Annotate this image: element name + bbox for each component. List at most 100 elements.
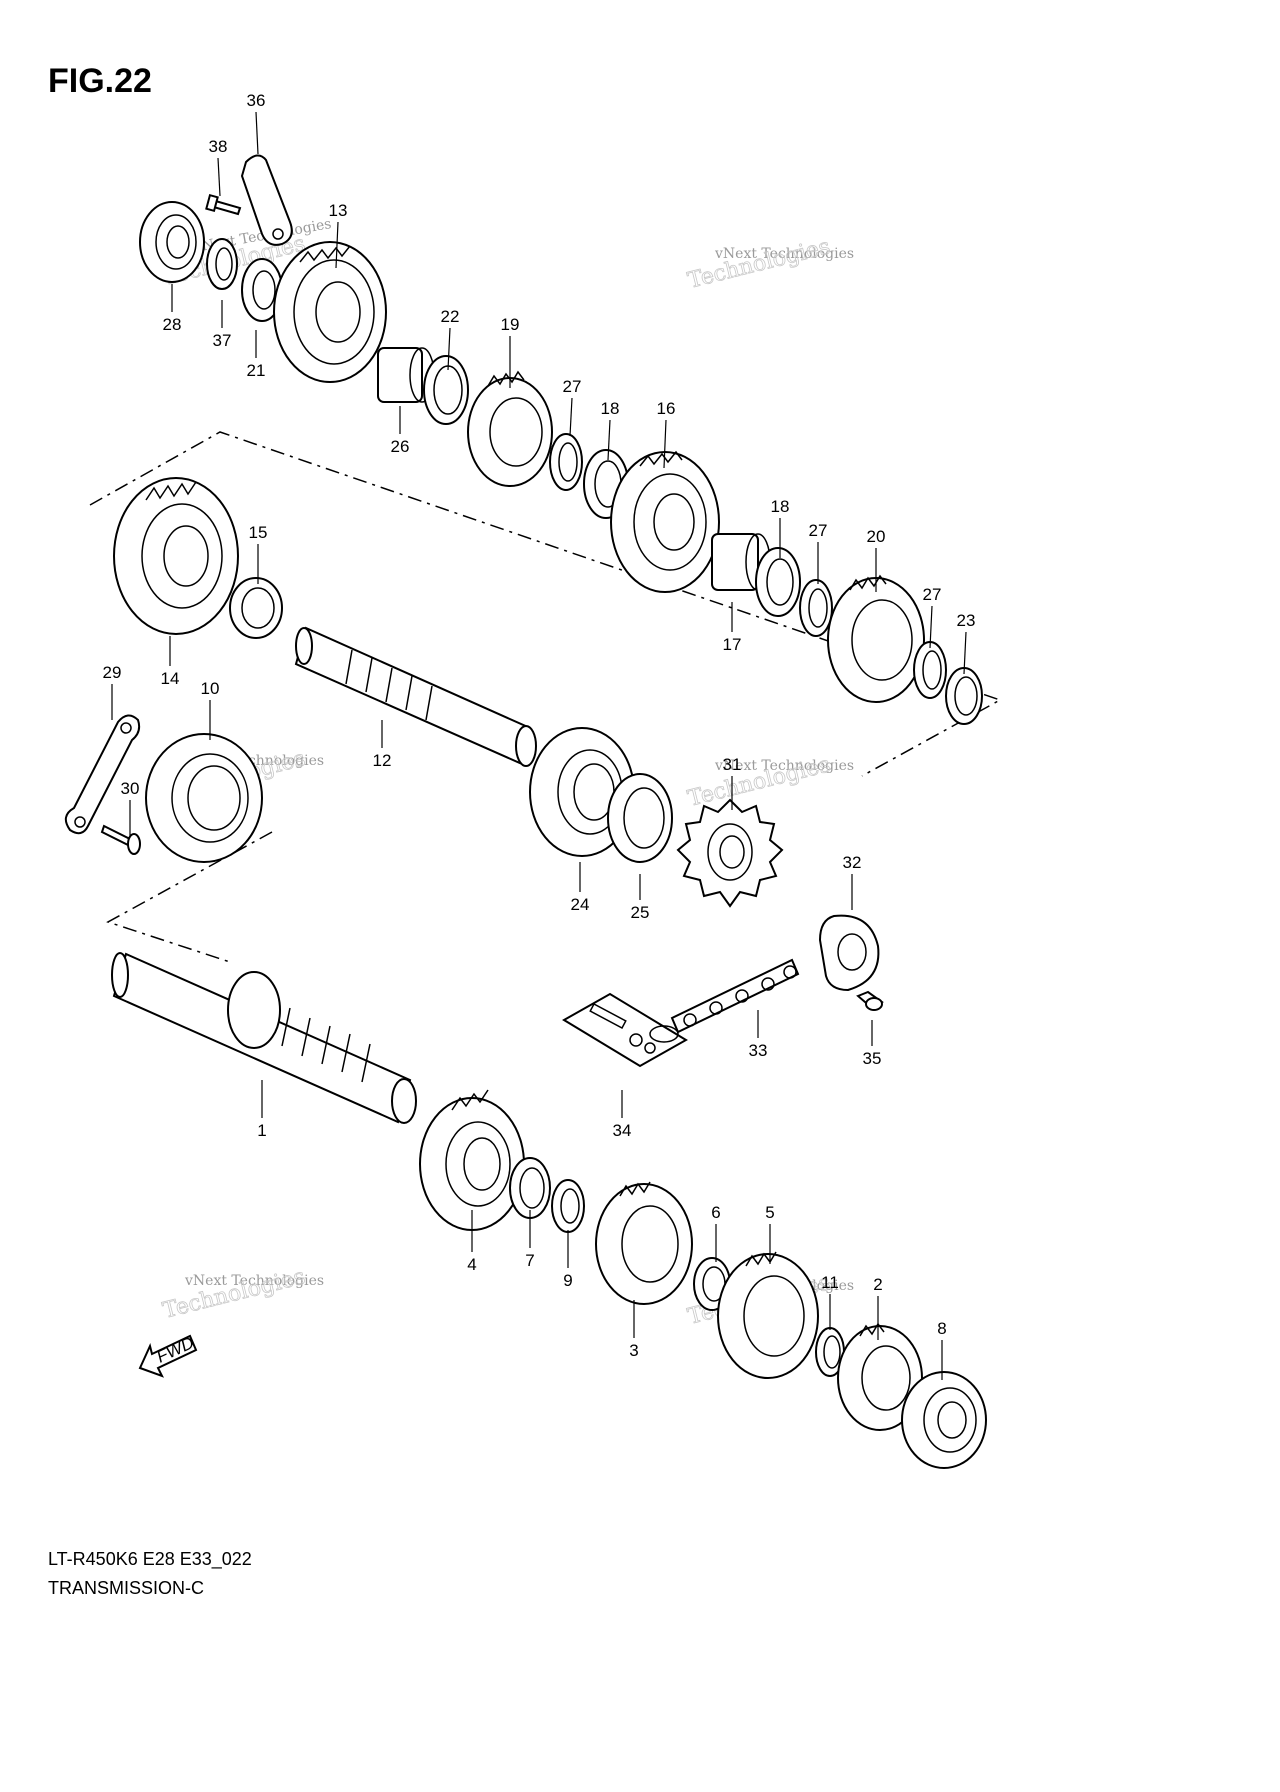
- watermark-lower-left: vNext Technologies Technologies: [160, 1264, 324, 1324]
- bolt-35: [856, 990, 884, 1011]
- gear-14: [113, 477, 239, 635]
- callout-label-8: 8: [937, 1319, 946, 1338]
- gear-5: [717, 1251, 819, 1379]
- callout-label-11: 11: [821, 1273, 839, 1292]
- ring-37: [206, 238, 238, 290]
- driveshaft-1: [111, 952, 417, 1124]
- washer-18b: [755, 547, 801, 617]
- fwd-arrow-icon: FWD: [138, 1333, 198, 1378]
- bearing-28: [139, 201, 205, 283]
- callout-label-24: 24: [571, 895, 590, 914]
- callout-label-18: 18: [771, 497, 790, 516]
- gear-2: [837, 1322, 923, 1431]
- svg-text:Technologies: Technologies: [685, 234, 832, 293]
- lock-washer-32: [818, 914, 880, 992]
- countershaft-12: [294, 626, 537, 767]
- callout-label-35: 35: [863, 1049, 882, 1068]
- sprocket-31: [676, 798, 784, 908]
- callout-leader-27: [929, 605, 933, 649]
- callout-label-30: 30: [121, 779, 140, 798]
- circlip-27c: [913, 641, 947, 699]
- screw-38: [205, 193, 242, 216]
- screw-30: [100, 824, 141, 855]
- callout-label-4: 4: [467, 1255, 476, 1274]
- callout-leader-23: [963, 631, 967, 675]
- chain-joint-kit-34: [562, 992, 688, 1068]
- callout-leader-36: [255, 111, 259, 155]
- callout-leader-38: [217, 157, 221, 197]
- watermark-middle-right: vNext Technologies Technologies: [685, 752, 854, 812]
- callout-label-28: 28: [163, 315, 182, 334]
- callout-label-33: 33: [749, 1041, 768, 1060]
- callout-label-18: 18: [601, 399, 620, 418]
- bearing-8: [901, 1371, 987, 1469]
- oil-seal-25: [607, 773, 673, 863]
- callout-label-29: 29: [103, 663, 122, 682]
- model-code: LT-R450K6 E28 E33_022: [48, 1549, 252, 1569]
- callout-leader-27: [569, 397, 573, 437]
- callout-label-36: 36: [247, 91, 266, 110]
- svg-text:vNext Technologies: vNext Technologies: [184, 1273, 324, 1289]
- callout-label-19: 19: [501, 315, 520, 334]
- callout-label-23: 23: [957, 611, 976, 630]
- callout-label-22: 22: [441, 307, 460, 326]
- svg-text:vNext Technologies: vNext Technologies: [714, 758, 854, 774]
- callout-label-27: 27: [563, 377, 582, 396]
- gear-3: [595, 1181, 693, 1305]
- countershaft-assembly-boundary: [89, 431, 1002, 777]
- washer-22: [423, 355, 469, 425]
- callout-label-7: 7: [525, 1251, 534, 1270]
- callout-label-12: 12: [373, 751, 392, 770]
- figure-title: FIG.22: [48, 62, 152, 100]
- callout-label-10: 10: [201, 679, 220, 698]
- callout-label-1: 1: [257, 1121, 266, 1140]
- callout-label-25: 25: [631, 903, 650, 922]
- gear-20: [827, 574, 925, 703]
- callout-label-37: 37: [213, 331, 232, 350]
- callout-label-38: 38: [209, 137, 228, 156]
- callout-label-3: 3: [629, 1341, 638, 1360]
- washer-7: [509, 1157, 551, 1219]
- callout-label-6: 6: [711, 1203, 720, 1222]
- washer-23: [945, 667, 983, 725]
- gear-13: [273, 241, 387, 383]
- callout-label-26: 26: [391, 437, 410, 456]
- callout-leader-22: [447, 327, 451, 371]
- circlip-27b: [799, 579, 833, 637]
- circlip-9: [551, 1179, 585, 1233]
- oil-seal-10: [145, 733, 263, 863]
- circlip-27a: [549, 433, 583, 491]
- spacer-15: [229, 577, 283, 639]
- driveshaft-assembly-boundary: [106, 831, 273, 963]
- svg-text:vNext Technologies: vNext Technologies: [714, 246, 854, 262]
- callout-label-21: 21: [247, 361, 266, 380]
- callout-label-9: 9: [563, 1271, 572, 1290]
- callout-label-15: 15: [249, 523, 268, 542]
- cam-plate-36: [240, 154, 293, 246]
- callout-label-31: 31: [723, 755, 742, 774]
- callout-label-27: 27: [809, 521, 828, 540]
- callout-leader-18: [607, 419, 611, 461]
- callout-label-16: 16: [657, 399, 676, 418]
- callout-label-5: 5: [765, 1203, 774, 1222]
- callout-label-34: 34: [613, 1121, 632, 1140]
- svg-text:FWD: FWD: [154, 1333, 197, 1367]
- callout-leader-16: [663, 419, 667, 469]
- callout-label-14: 14: [161, 669, 180, 688]
- callout-label-32: 32: [843, 853, 862, 872]
- callout-label-27: 27: [923, 585, 942, 604]
- callout-label-17: 17: [723, 635, 742, 654]
- callout-leader-13: [335, 221, 339, 269]
- callout-label-13: 13: [329, 201, 348, 220]
- callout-label-2: 2: [873, 1275, 882, 1294]
- gear-4: [419, 1089, 525, 1231]
- gear-16: [610, 450, 720, 593]
- plate-29: [64, 714, 141, 835]
- gear-19: [467, 370, 553, 487]
- section-name: TRANSMISSION-C: [48, 1578, 205, 1598]
- callout-label-20: 20: [867, 527, 886, 546]
- chain-33: [670, 958, 800, 1034]
- watermark-upper-right: vNext Technologies Technologies: [685, 234, 854, 294]
